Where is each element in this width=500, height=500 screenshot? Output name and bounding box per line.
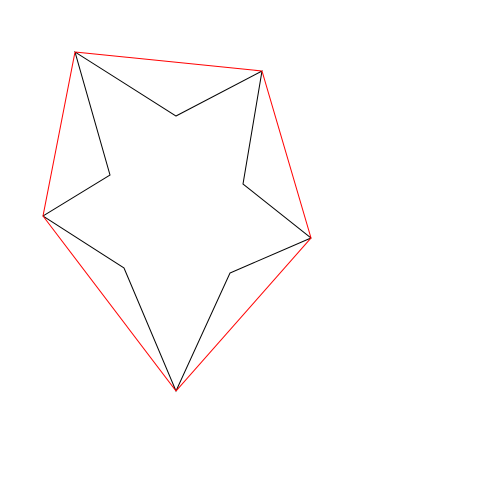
pentagon-edge bbox=[42, 51, 76, 217]
pentagon-edge bbox=[175, 237, 312, 392]
pentagon-edge bbox=[261, 70, 312, 239]
star-outline bbox=[42, 50, 312, 393]
pentagon-edge bbox=[42, 215, 177, 392]
pentagon-edge bbox=[74, 51, 263, 72]
